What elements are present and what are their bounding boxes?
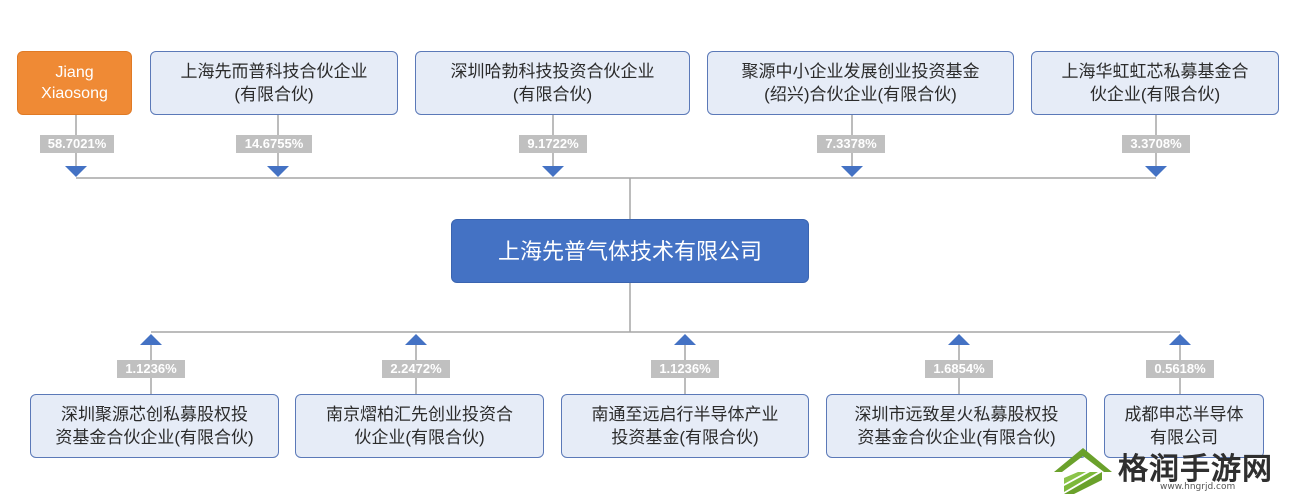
- arrow-down-icon: [65, 166, 87, 177]
- watermark-text: 格润手游网: [1118, 452, 1273, 487]
- shareholding-percent-label: 7.3378%: [817, 135, 885, 153]
- arrow-up-icon: [674, 334, 696, 345]
- arrow-up-icon: [1169, 334, 1191, 345]
- arrow-down-icon: [841, 166, 863, 177]
- investment-name-line: 南通至远启行半导体产业: [591, 405, 779, 424]
- arrow-up-icon: [140, 334, 162, 345]
- investment-box: 成都申芯半导体 有限公司: [1104, 394, 1264, 458]
- shareholder-name-line: (有限合伙): [234, 85, 314, 104]
- investment-percent-label: 0.5618%: [1146, 360, 1214, 378]
- watermark: 格润手游网 www.hngrjd.com: [1048, 440, 1296, 500]
- shareholder-name-line: 上海华虹虹芯私募基金合: [1061, 62, 1249, 81]
- investment-name-line: 伙企业(有限合伙): [354, 428, 485, 447]
- shareholding-percent-label: 14.6755%: [236, 135, 312, 153]
- investment-name-line: 资基金合伙企业(有限合伙): [55, 428, 254, 447]
- investment-box: 深圳聚源芯创私募股权投 资基金合伙企业(有限合伙): [30, 394, 279, 458]
- center-company-name: 上海先普气体技术有限公司: [497, 238, 762, 264]
- shareholder-box-jiang-xiaosong: Jiang Xiaosong: [17, 51, 132, 115]
- shareholder-name-line: Xiaosong: [41, 85, 108, 102]
- investment-name-line: 投资基金(有限合伙): [611, 428, 759, 447]
- shareholder-name-line: 聚源中小企业发展创业投资基金: [741, 62, 980, 81]
- shareholder-name-line: Jiang: [55, 64, 94, 81]
- arrow-down-icon: [267, 166, 289, 177]
- investment-percent-label: 1.6854%: [925, 360, 993, 378]
- arrow-up-icon: [948, 334, 970, 345]
- investment-box: 南京熠柏汇先创业投资合 伙企业(有限合伙): [295, 394, 544, 458]
- shareholder-box: 上海先而普科技合伙企业 (有限合伙): [150, 51, 398, 115]
- shareholding-percent-label: 3.3708%: [1122, 135, 1190, 153]
- shareholding-percent-label: 58.7021%: [40, 135, 114, 153]
- shareholder-box: 聚源中小企业发展创业投资基金 (绍兴)合伙企业(有限合伙): [707, 51, 1014, 115]
- investment-box: 深圳市远致星火私募股权投 资基金合伙企业(有限合伙): [826, 394, 1087, 458]
- investment-name-line: 南京熠柏汇先创业投资合: [326, 405, 513, 424]
- investment-percent-label: 1.1236%: [651, 360, 719, 378]
- shareholder-box: 上海华虹虹芯私募基金合 伙企业(有限合伙): [1031, 51, 1279, 115]
- investment-percent-label: 1.1236%: [117, 360, 185, 378]
- shareholder-name-line: (有限合伙): [512, 85, 593, 104]
- watermark-url: www.hngrjd.com: [1160, 482, 1236, 492]
- arrow-up-icon: [405, 334, 427, 345]
- investment-name-line: 资基金合伙企业(有限合伙): [857, 428, 1056, 447]
- shareholder-name-line: (绍兴)合伙企业(有限合伙): [764, 85, 957, 104]
- shareholder-name-line: 深圳哈勃科技投资合伙企业: [450, 62, 655, 81]
- house-logo-icon: [1054, 448, 1112, 494]
- investment-percent-label: 2.2472%: [382, 360, 450, 378]
- center-company-box: 上海先普气体技术有限公司: [451, 219, 809, 283]
- shareholding-percent-label: 9.1722%: [519, 135, 587, 153]
- investment-name-line: 成都申芯半导体: [1124, 405, 1244, 424]
- shareholder-box: 深圳哈勃科技投资合伙企业 (有限合伙): [415, 51, 690, 115]
- investment-name-line: 深圳聚源芯创私募股权投: [60, 405, 248, 424]
- shareholder-name-line: 伙企业(有限合伙): [1089, 85, 1221, 104]
- arrow-down-icon: [1145, 166, 1167, 177]
- investment-name-line: 深圳市远致星火私募股权投: [854, 405, 1059, 424]
- investment-box: 南通至远启行半导体产业 投资基金(有限合伙): [561, 394, 809, 458]
- investment-name-line: 有限公司: [1150, 428, 1218, 447]
- arrow-down-icon: [542, 166, 564, 177]
- shareholder-name-line: 上海先而普科技合伙企业: [180, 62, 368, 81]
